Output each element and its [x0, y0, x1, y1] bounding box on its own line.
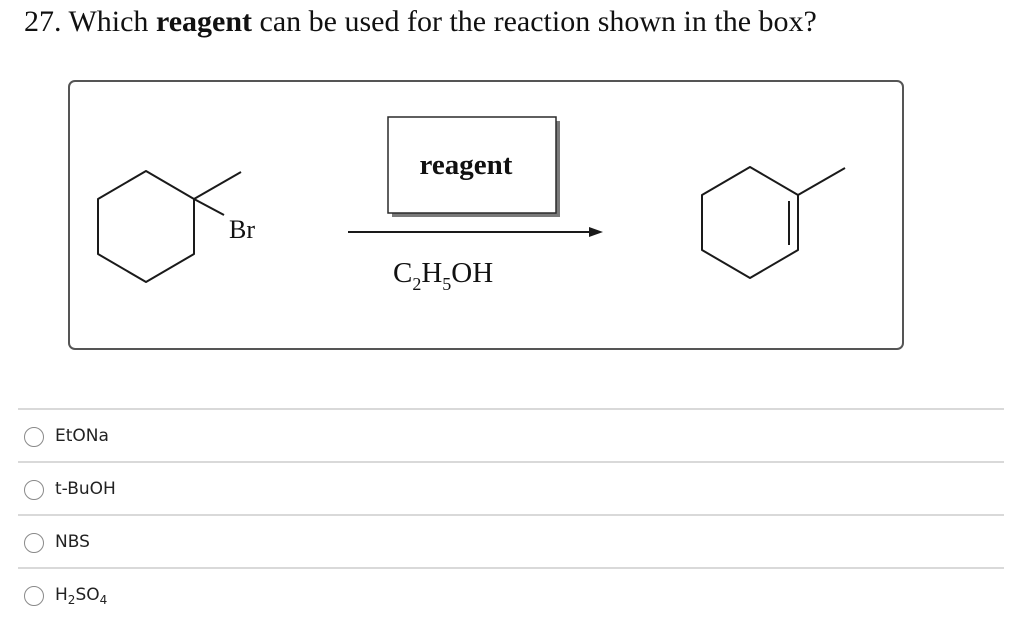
question-number: 27. [24, 5, 62, 38]
arrow-head [589, 227, 603, 237]
product-methyl-bond [797, 167, 846, 196]
reaction-scheme: Br reagent C2H5OH [97, 116, 846, 294]
question-text-after: can be used for the reaction shown in th… [259, 5, 817, 38]
reactant-br-label: Br [229, 215, 255, 244]
radio-button[interactable] [24, 533, 44, 553]
option-h2so4[interactable]: H2SO4 [18, 567, 1004, 620]
radio-button[interactable] [24, 427, 44, 447]
option-label: H2SO4 [55, 585, 108, 607]
question-title: 27. Which reagent can be used for the re… [24, 2, 817, 42]
option-label: EtONa [55, 426, 109, 446]
option-etona[interactable]: EtONa [18, 408, 1004, 461]
answer-options: EtONa t-BuOH NBS H2SO4 [18, 408, 1004, 620]
option-label: t-BuOH [55, 479, 116, 499]
option-t-buoh[interactable]: t-BuOH [18, 461, 1004, 514]
radio-button[interactable] [24, 480, 44, 500]
solvent-label: C2H5OH [393, 257, 493, 294]
product-ring [701, 166, 799, 279]
reagent-box [387, 116, 560, 217]
reaction-arrow [348, 227, 603, 237]
option-label: NBS [55, 532, 90, 552]
reagent-box-label: reagent [420, 149, 513, 181]
reactant-br-bond [193, 198, 225, 216]
reaction-box [68, 80, 904, 350]
question-emphasis: reagent [155, 5, 253, 38]
reagent-box-frame [387, 116, 557, 214]
option-nbs[interactable]: NBS [18, 514, 1004, 567]
question-text-before: Which [68, 5, 149, 38]
reactant-methyl-bond [193, 171, 242, 200]
reactant-structure [97, 170, 242, 283]
product-structure [701, 166, 846, 279]
radio-button[interactable] [24, 586, 44, 606]
reactant-ring [97, 170, 195, 283]
